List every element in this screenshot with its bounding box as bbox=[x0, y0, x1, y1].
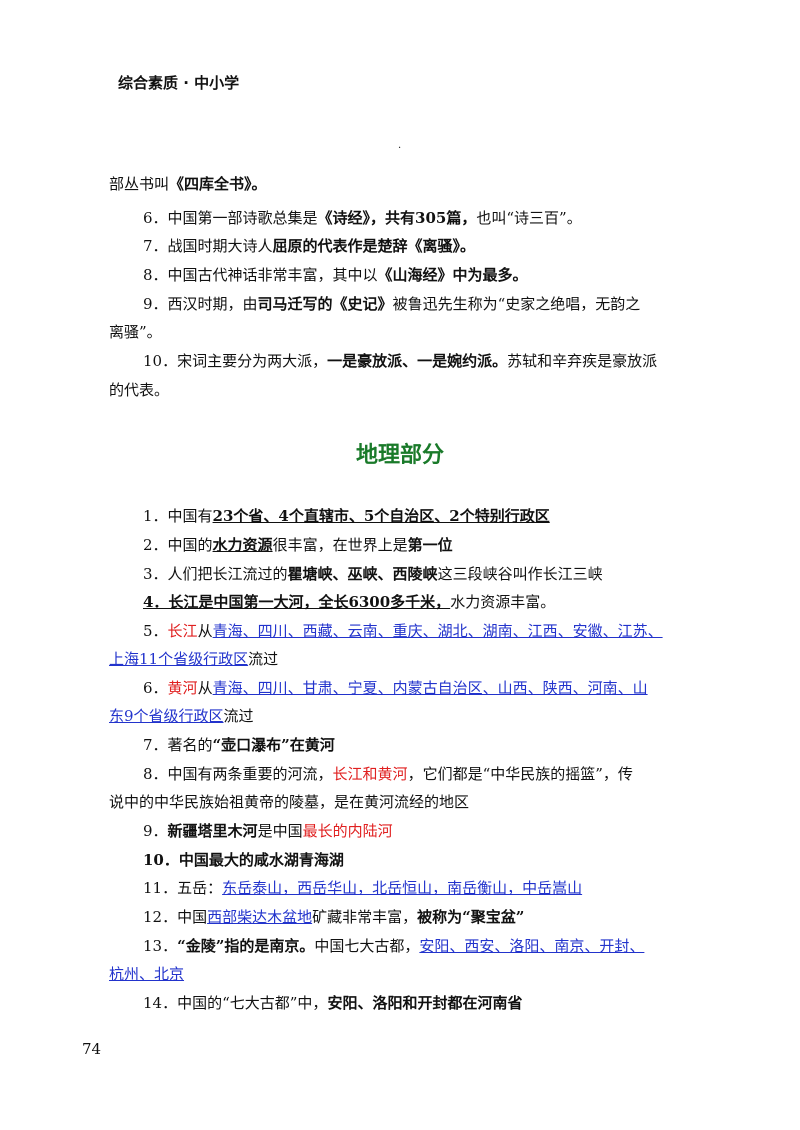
lit-bold: 司马迁写的《史记》 bbox=[257, 295, 393, 313]
geo-text: 3．人们把长江流过的 bbox=[143, 565, 288, 583]
geo-blue-link: 东岳泰山，西岳华山，北岳恒山，南岳衡山，中岳嵩山 bbox=[222, 879, 583, 897]
geo-item-10: 10．中国最大的咸水湖青海湖 bbox=[143, 849, 344, 871]
geo-text: 9． bbox=[143, 822, 168, 840]
geo-bold-underline: 23个省、4个直辖市、5个自治区、2个特别行政区 bbox=[212, 507, 550, 525]
geo-item-5: 5．长江从青海、四川、西藏、云南、重庆、湖北、湖南、江西、安徽、江苏、 bbox=[143, 620, 663, 642]
lit-text: 10．宋词主要分为两大派， bbox=[143, 352, 328, 370]
geo-bold: 被称为“聚宝盆” bbox=[417, 908, 525, 926]
geo-bold: 安阳、洛阳和开封都在河南省 bbox=[327, 994, 523, 1012]
lit-text: 苏轼和辛弃疾是豪放派 bbox=[507, 352, 658, 370]
lit-bold: 《诗经》，共有305篇， bbox=[317, 209, 477, 227]
geo-red-text: 最长的内陆河 bbox=[302, 822, 393, 840]
geo-red-text: 长江 bbox=[167, 622, 198, 640]
geo-text: 流过 bbox=[223, 707, 254, 725]
geo-blue-link: 西部柴达木盆地 bbox=[207, 908, 313, 926]
geo-bold: 瞿塘峡、巫峡、西陵峡 bbox=[287, 565, 438, 583]
geo-text: 6． bbox=[143, 679, 168, 697]
geo-text: 14．中国的“七大古都”中， bbox=[143, 994, 328, 1012]
geo-text: 这三段峡谷叫作长江三峡 bbox=[437, 565, 603, 583]
geo-blue-link: 青海、四川、西藏、云南、重庆、湖北、湖南、江西、安徽、江苏、 bbox=[212, 622, 663, 640]
lit-item-10: 10．宋词主要分为两大派，一是豪放派、一是婉约派。苏轼和辛弃疾是豪放派 bbox=[143, 350, 657, 372]
geo-blue-link: 安阳、西安、洛阳、南京、开封、 bbox=[419, 937, 645, 955]
geography-heading: 地理部分 bbox=[355, 443, 444, 468]
geo-item-6-cont: 东9个省级行政区流过 bbox=[109, 705, 254, 727]
geo-blue-link: 东9个省级行政区 bbox=[109, 707, 224, 725]
geo-item-5-cont: 上海11个省级行政区流过 bbox=[109, 648, 278, 670]
geo-red-text: 长江和黄河 bbox=[332, 765, 408, 783]
lit-item-10-cont: 的代表。 bbox=[109, 381, 170, 399]
lit-text: 8．中国古代神话非常丰富，其中以 bbox=[143, 266, 378, 284]
geo-blue-link: 杭州、北京 bbox=[109, 965, 185, 983]
geo-item-3: 3．人们把长江流过的瞿塘峡、巫峡、西陵峡这三段峡谷叫作长江三峡 bbox=[143, 563, 603, 585]
page-mark: . bbox=[398, 140, 402, 151]
lit-text: 部丛书叫 bbox=[109, 175, 170, 193]
geo-text: 是中国 bbox=[257, 822, 303, 840]
page-header: 综合素质 · 中小学 bbox=[118, 74, 240, 92]
lit-item-9-cont: 离骚”。 bbox=[109, 323, 162, 341]
lit-item-8: 8．中国古代神话非常丰富，其中以《山海经》中为最多。 bbox=[143, 264, 528, 286]
geo-text: 5． bbox=[143, 622, 168, 640]
geo-text: 1．中国有 bbox=[143, 507, 213, 525]
geo-text: 中国七大古都， bbox=[314, 937, 420, 955]
geo-bold-underline: 4．长江是中国第一大河，全长6300多千米， bbox=[143, 593, 451, 611]
page-number: 74 bbox=[82, 1040, 102, 1058]
geo-item-9: 9．新疆塔里木河是中国最长的内陆河 bbox=[143, 820, 393, 842]
geo-text: 很丰富，在世界上是 bbox=[272, 536, 408, 554]
geo-item-8: 8．中国有两条重要的河流，长江和黄河，它们都是“中华民族的摇篮”，传 bbox=[143, 763, 633, 785]
geo-text: 7．著名的 bbox=[143, 736, 213, 754]
geo-item-6: 6．黄河从青海、四川、甘肃、宁夏、内蒙古自治区、山西、陕西、河南、山 bbox=[143, 677, 648, 699]
geo-item-13-cont: 杭州、北京 bbox=[109, 963, 184, 985]
geo-text: 水力资源丰富。 bbox=[450, 593, 556, 611]
geo-item-11: 11．五岳：东岳泰山，西岳华山，北岳恒山，南岳衡山，中岳嵩山 bbox=[143, 877, 582, 899]
lit-line-0: 部丛书叫《四库全书》。 bbox=[109, 173, 267, 195]
geo-bold: 第一位 bbox=[407, 536, 453, 554]
geo-text: 2．中国的 bbox=[143, 536, 213, 554]
geo-item-14: 14．中国的“七大古都”中，安阳、洛阳和开封都在河南省 bbox=[143, 992, 522, 1014]
geo-text: 流过 bbox=[248, 650, 279, 668]
geo-item-7: 7．著名的“壶口瀑布”在黄河 bbox=[143, 734, 335, 756]
geo-item-12: 12．中国西部柴达木盆地矿藏非常丰富，被称为“聚宝盆” bbox=[143, 906, 524, 928]
lit-text: 6．中国第一部诗歌总集是 bbox=[143, 209, 318, 227]
lit-text: 也叫“诗三百”。 bbox=[476, 209, 582, 227]
lit-item-7: 7．战国时期大诗人屈原的代表作是楚辞《离骚》。 bbox=[143, 235, 475, 257]
geo-text: 从 bbox=[197, 679, 213, 697]
lit-bold: 《四库全书》。 bbox=[169, 175, 267, 193]
geo-item-1: 1．中国有23个省、4个直辖市、5个自治区、2个特别行政区 bbox=[143, 505, 550, 527]
geo-bold-underline: 水力资源 bbox=[212, 536, 273, 554]
geo-text: ，它们都是“中华民族的摇篮”，传 bbox=[407, 765, 633, 783]
geo-text: 矿藏非常丰富， bbox=[312, 908, 418, 926]
geo-bold: “壶口瀑布”在黄河 bbox=[212, 736, 335, 754]
lit-item-6: 6．中国第一部诗歌总集是《诗经》，共有305篇，也叫“诗三百”。 bbox=[143, 207, 582, 229]
lit-text: 被鲁迅先生称为“史家之绝唱，无韵之 bbox=[392, 295, 641, 313]
geo-bold: “金陵”指的是南京。 bbox=[177, 937, 315, 955]
lit-bold: 一是豪放派、一是婉约派。 bbox=[327, 352, 508, 370]
geo-item-4: 4．长江是中国第一大河，全长6300多千米，水力资源丰富。 bbox=[143, 591, 555, 613]
lit-text: 7．战国时期大诗人 bbox=[143, 237, 273, 255]
geo-bold: 10．中国最大的咸水湖青海湖 bbox=[143, 851, 344, 869]
geo-item-2: 2．中国的水力资源很丰富，在世界上是第一位 bbox=[143, 534, 453, 556]
geo-text: 8．中国有两条重要的河流， bbox=[143, 765, 333, 783]
geo-blue-link: 上海11个省级行政区 bbox=[109, 650, 249, 668]
geo-item-8-cont: 说中的中华民族始祖黄帝的陵墓，是在黄河流经的地区 bbox=[109, 793, 470, 811]
geo-text: 13． bbox=[143, 937, 178, 955]
geo-text: 从 bbox=[197, 622, 213, 640]
geo-bold: 新疆塔里木河 bbox=[167, 822, 258, 840]
geo-red-text: 黄河 bbox=[167, 679, 198, 697]
lit-bold: 屈原的代表作是楚辞《离骚》。 bbox=[272, 237, 476, 255]
lit-item-9: 9．西汉时期，由司马迁写的《史记》被鲁迅先生称为“史家之绝唱，无韵之 bbox=[143, 293, 640, 315]
geo-text: 12．中国 bbox=[143, 908, 208, 926]
geo-blue-link: 青海、四川、甘肃、宁夏、内蒙古自治区、山西、陕西、河南、山 bbox=[212, 679, 648, 697]
lit-bold: 《山海经》中为最多。 bbox=[377, 266, 528, 284]
geo-text: 11．五岳： bbox=[143, 879, 223, 897]
geo-item-13: 13．“金陵”指的是南京。中国七大古都，安阳、西安、洛阳、南京、开封、 bbox=[143, 935, 644, 957]
lit-text: 9．西汉时期，由 bbox=[143, 295, 258, 313]
